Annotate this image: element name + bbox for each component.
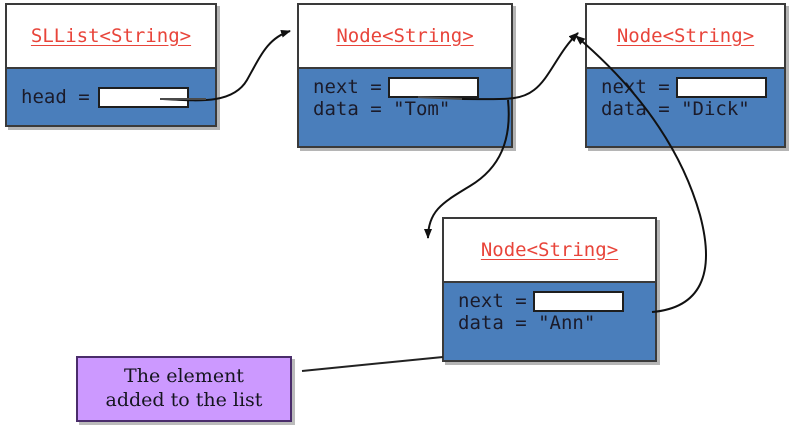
callout-leader-line [301,356,444,372]
node-tom-object-box: Node<String> next = data = "Tom" [297,3,513,148]
node-dick-next-pointer-slot [675,76,767,98]
node-dick-object-box: Node<String> next = data = "Dick" [585,3,786,148]
callout-annotation-box: The element added to the list [76,356,292,422]
callout-line-1: The element [124,365,244,388]
node-dick-data-field: data = "Dick" [601,98,750,120]
node-dick-next-field: next = [601,76,784,98]
node-dick-class-title: Node<String> [587,5,784,67]
node-tom-fields: next = data = "Tom" [299,67,511,146]
node-ann-data-field: data = "Ann" [458,312,596,334]
sllist-head-field: head = [21,86,189,108]
node-dick-next-label: next = [601,76,670,98]
sllist-object-box: SLList<String> head = [5,3,217,127]
sllist-head-pointer-slot [97,86,189,108]
sllist-class-title: SLList<String> [7,5,215,67]
node-tom-data-field: data = "Tom" [313,98,451,120]
node-dick-fields: next = data = "Dick" [587,67,784,146]
node-tom-next-pointer-slot [387,76,479,98]
node-tom-next-label: next = [313,76,382,98]
node-ann-class-title: Node<String> [444,219,655,281]
node-ann-next-label: next = [458,290,527,312]
node-ann-fields: next = data = "Ann" [444,281,655,360]
node-ann-next-field: next = [458,290,655,312]
node-ann-next-pointer-slot [532,290,624,312]
node-ann-object-box: Node<String> next = data = "Ann" [442,217,657,362]
callout-line-2: added to the list [105,389,263,411]
sllist-fields: head = [7,67,215,125]
node-tom-class-title: Node<String> [299,5,511,67]
node-tom-next-field: next = [313,76,511,98]
sllist-head-label: head = [21,86,90,108]
